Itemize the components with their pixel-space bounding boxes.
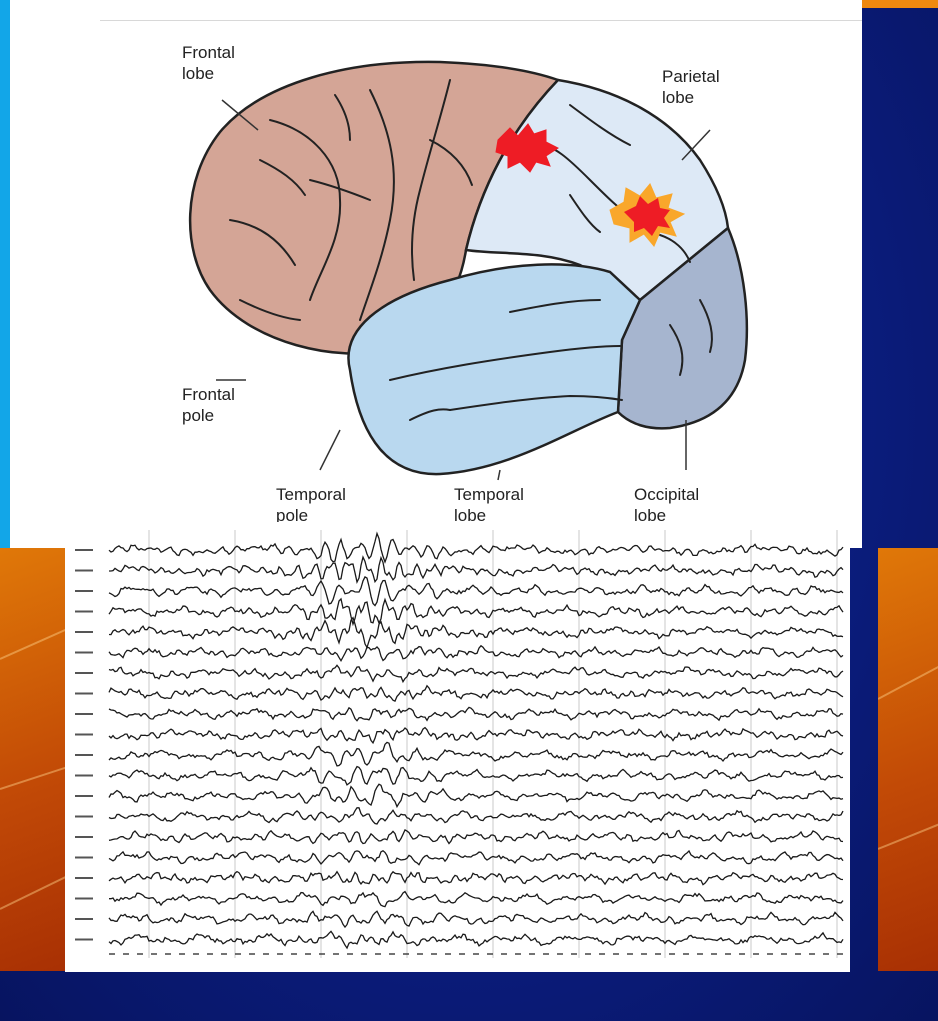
eeg-channel-trace (109, 892, 843, 907)
brain-illustration (10, 0, 862, 548)
eeg-channel-trace (109, 742, 843, 766)
eeg-channel-trace (109, 577, 843, 606)
eeg-channel-trace (109, 872, 843, 885)
eeg-channel-trace (109, 911, 843, 927)
eeg-channel-trace (109, 599, 843, 624)
eeg-channel-trace (109, 534, 843, 563)
orange-panel-right (878, 548, 938, 971)
eeg-channel-trace (109, 767, 843, 785)
eeg-channel-trace (109, 830, 843, 844)
eeg-traces (65, 522, 850, 972)
eeg-channel-trace (109, 784, 843, 806)
eeg-channel-trace (109, 665, 843, 681)
eeg-channel-trace (109, 686, 843, 701)
eeg-channel-trace (109, 851, 843, 865)
brain-diagram-panel: Frontal lobe Parietal lobe Frontal pole … (10, 0, 862, 548)
label-frontal-lobe: Frontal lobe (182, 42, 235, 84)
label-occipital-lobe: Occipital lobe (634, 484, 699, 526)
eeg-recording-panel (65, 522, 850, 972)
eeg-channel-trace (109, 646, 843, 661)
orange-panel-left (0, 548, 70, 971)
eeg-channel-trace (109, 557, 843, 582)
eeg-channel-trace (109, 707, 843, 720)
label-temporal-lobe: Temporal lobe (454, 484, 524, 526)
eeg-channel-trace (109, 808, 843, 824)
label-temporal-pole: Temporal pole (276, 484, 346, 526)
eeg-channel-trace (109, 728, 843, 743)
label-frontal-pole: Frontal pole (182, 384, 235, 426)
eeg-channel-trace (109, 931, 843, 948)
label-parietal-lobe: Parietal lobe (662, 66, 720, 108)
eeg-channel-trace (109, 618, 843, 648)
